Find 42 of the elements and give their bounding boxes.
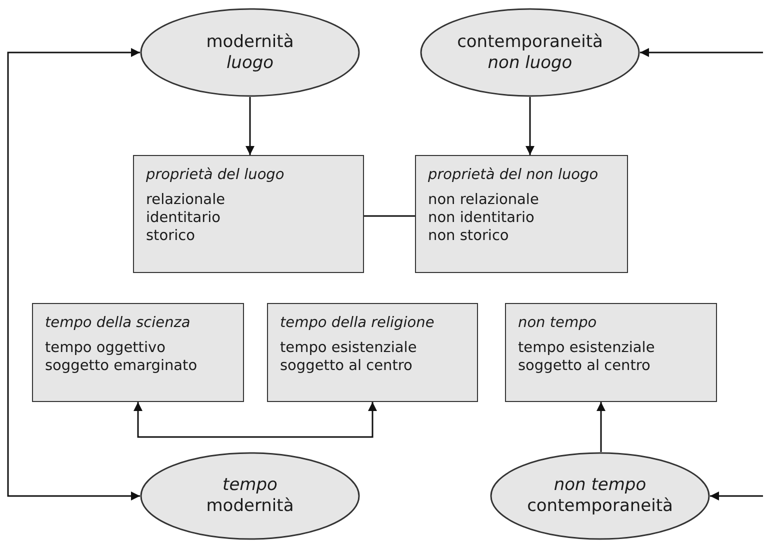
node-text: contemporaneità [527,496,673,517]
box-heading: tempo della scienza [45,314,190,332]
arrow [134,402,377,438]
arrow [526,97,534,155]
node-text: luogo [226,52,274,74]
arrow [596,402,606,452]
arrow [7,48,140,500]
box-item: relazionale [146,191,226,209]
box-heading: proprietà del luogo [146,166,284,184]
text-box [505,303,717,402]
ellipse-node [490,452,710,540]
text-box [133,155,364,273]
box-item: tempo esistenziale [280,339,417,357]
box-heading: tempo della religione [280,314,434,332]
box-item: soggetto al centro [518,357,650,375]
arrow [640,48,763,57]
node-text: contemporaneità [457,32,603,52]
node-text: modernità [206,32,294,52]
box-heading: non tempo [518,314,597,332]
box-item: non relazionale [428,191,539,209]
box-item: identitario [146,209,220,227]
box-heading: proprietà del non luogo [428,166,598,184]
ellipse-node [420,8,640,97]
node-text: modernità [206,496,294,517]
box-item: storico [146,227,195,245]
ellipse-node [140,8,360,97]
connector-line [364,215,415,217]
arrow [710,492,763,500]
box-item: soggetto al centro [280,357,412,375]
text-box [415,155,628,273]
node-text: tempo [222,475,278,496]
box-item: tempo oggettivo [45,339,166,357]
ellipse-node [140,452,360,540]
box-item: non storico [428,227,509,245]
box-item: soggetto emarginato [45,357,198,375]
box-item: non identitario [428,209,534,227]
arrow [246,97,254,155]
node-text: non luogo [488,52,572,74]
node-text: non tempo [554,475,646,496]
box-item: tempo esistenziale [518,339,655,357]
text-box [32,303,244,402]
text-box [267,303,478,402]
